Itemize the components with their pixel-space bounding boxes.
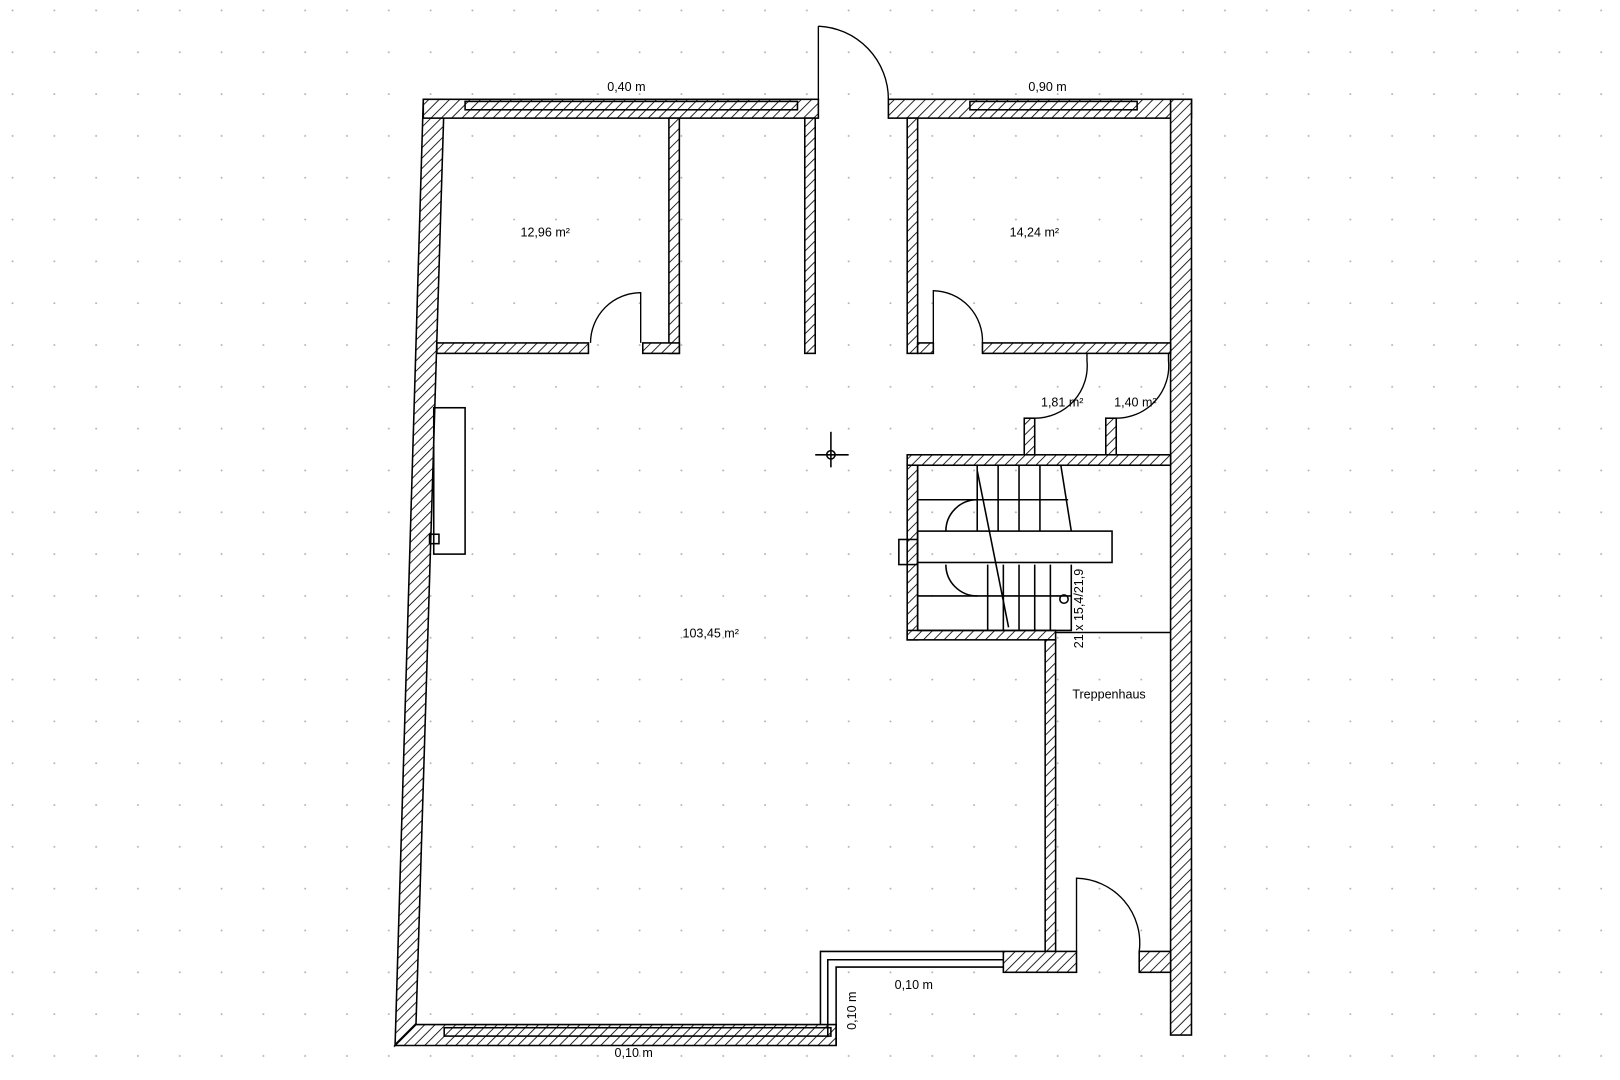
dimension-bottom-step-horizontal: 0,10 m bbox=[895, 978, 933, 992]
staircase[interactable] bbox=[898, 465, 1113, 632]
dimension-bottom-step-vertical: 0,10 m bbox=[845, 991, 859, 1029]
origin-marker bbox=[815, 431, 849, 468]
doors bbox=[589, 25, 1170, 952]
stair-label: 21 x 15,4/21,9 bbox=[1072, 569, 1086, 648]
dimension-bottom-left: 0,10 m bbox=[615, 1046, 653, 1060]
walls bbox=[393, 98, 1193, 1048]
room-area-top-right: 14,24 m² bbox=[1010, 225, 1059, 239]
dimension-top-right: 0,90 m bbox=[1028, 80, 1066, 94]
windows bbox=[443, 100, 1171, 1046]
room-area-top-left: 12,96 m² bbox=[520, 225, 569, 239]
room-area-closet-2: 1,40 m² bbox=[1114, 396, 1156, 410]
dimension-top-left: 0,40 m bbox=[607, 80, 645, 94]
room-area-main: 103,45 m² bbox=[682, 627, 738, 641]
room-area-closet-1: 1,81 m² bbox=[1041, 396, 1083, 410]
room-name-stairwell: Treppenhaus bbox=[1072, 687, 1145, 701]
